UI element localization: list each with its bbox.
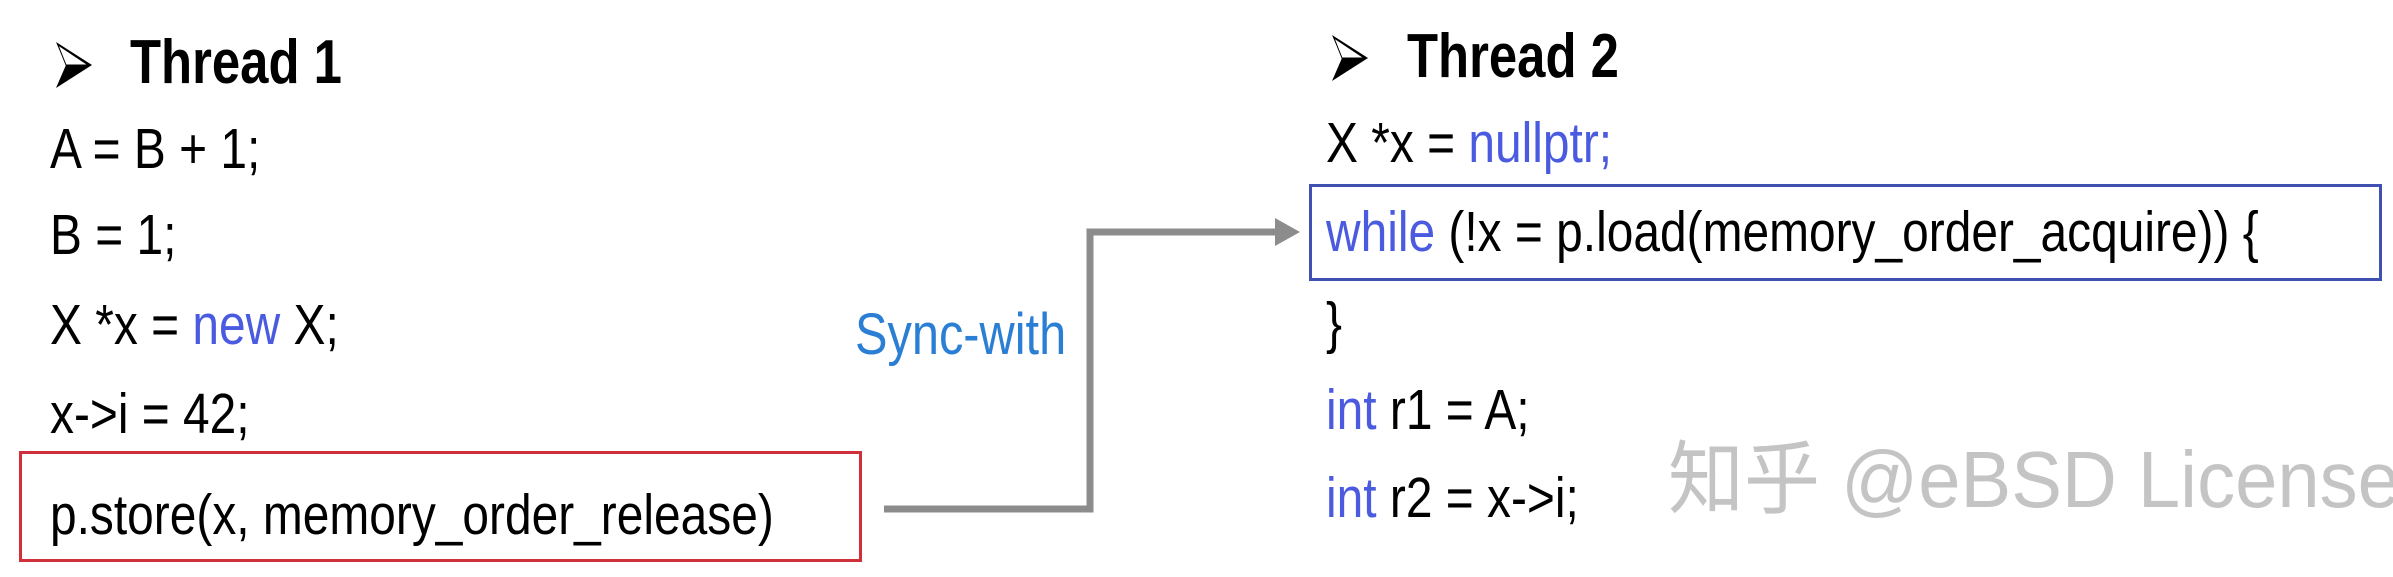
thread1-line: B = 1; — [50, 207, 176, 264]
thread1-line: x->i = 42; — [50, 386, 250, 443]
sync-with-label: Sync-with — [855, 302, 1067, 367]
code-text: X; — [280, 293, 339, 357]
thread2-load-line: while (!x = p.load(memory_order_acquire)… — [1326, 204, 2259, 261]
code-text: X *x = — [50, 293, 193, 357]
code-text: r1 = A; — [1376, 378, 1530, 442]
code-keyword: new — [192, 293, 281, 357]
code-text: x->i = 42; — [50, 382, 250, 446]
thread1-line: A = B + 1; — [50, 121, 260, 178]
thread2-line: X *x = nullptr; — [1326, 115, 1612, 172]
thread1-title: Thread 1 — [130, 28, 342, 97]
thread1-store-line: p.store(x, memory_order_release) — [50, 487, 774, 544]
acquire-load-highlight-box — [1309, 184, 2382, 281]
arrowhead-bullet-icon — [1332, 35, 1368, 81]
code-text: (!x = p.load(memory_order_acquire)) { — [1435, 200, 2259, 264]
code-keyword: int — [1326, 466, 1377, 530]
thread2-line: } — [1326, 295, 1342, 352]
code-text: p.store(x, memory_order_release) — [50, 483, 774, 547]
arrowhead-icon — [1275, 218, 1300, 246]
thread1-line: X *x = new X; — [50, 297, 339, 354]
code-text: X *x = — [1326, 111, 1469, 175]
code-text: r2 = x->i; — [1376, 466, 1579, 530]
thread2-title: Thread 2 — [1407, 22, 1619, 91]
code-keyword: int — [1326, 378, 1377, 442]
thread2-line: int r2 = x->i; — [1326, 470, 1579, 527]
code-keyword: nullptr; — [1468, 111, 1613, 175]
code-keyword: while — [1326, 200, 1436, 264]
code-text: B = 1; — [50, 203, 177, 267]
thread2-line: int r1 = A; — [1326, 382, 1530, 439]
code-text: A = B + 1; — [50, 117, 261, 181]
code-text: } — [1326, 291, 1342, 355]
watermark: 知乎 @eBSD License — [1668, 435, 2393, 524]
release-store-highlight-box — [19, 451, 862, 562]
arrowhead-bullet-icon — [56, 42, 92, 88]
